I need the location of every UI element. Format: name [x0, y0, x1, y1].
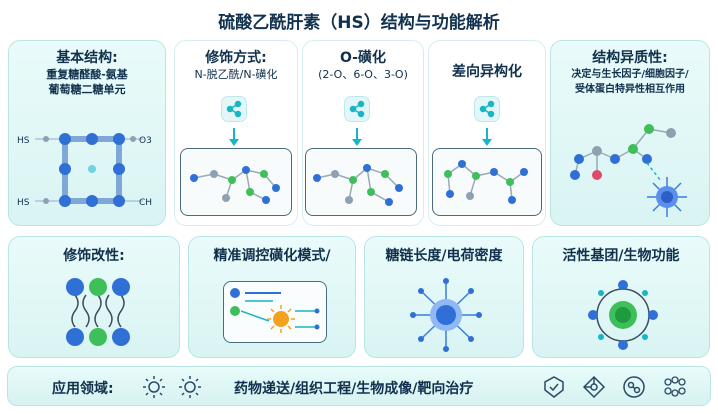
card-modification-upgrade: 修饰改性: — [8, 236, 180, 358]
molecule-panel-1 — [180, 148, 292, 216]
applications-text: 药物递送/组织工程/生物成像/靶向治疗 — [234, 381, 474, 397]
label-ch: CH — [139, 198, 152, 208]
modification-title: 修饰方式: — [205, 50, 267, 66]
sun-icon — [143, 376, 165, 398]
share-node-icon — [349, 100, 365, 118]
down-arrow-icon — [482, 128, 492, 146]
o-sulfation-title: O-磺化 — [340, 50, 386, 66]
molecule-chip-2 — [344, 96, 370, 122]
molecule-panel-3 — [432, 148, 542, 216]
modification-sub: N-脱乙酰/N-磺化 — [194, 68, 278, 81]
charged-particle-diagram — [410, 278, 482, 352]
cell-network-icon — [623, 376, 645, 398]
sulfation-control-title: 精准调控磺化模式/ — [213, 248, 331, 264]
down-arrow-icon — [352, 128, 362, 146]
active-group-diagram — [588, 280, 658, 350]
o-sulfation-sub: (2-O、6-O、3-O) — [318, 68, 408, 81]
basic-structure-title: 基本结构: — [56, 50, 118, 66]
share-node-icon — [226, 100, 242, 118]
epimerization-title: 差向异构化 — [452, 64, 522, 80]
page-title: 硫酸乙酰肝素（HS）结构与功能解析 — [218, 13, 500, 33]
card-active-groups: 活性基团/生物功能 — [532, 236, 710, 358]
sulfation-control-panel — [223, 281, 327, 343]
basic-structure-line1: 重复糖醛酸-氨基 — [46, 68, 128, 81]
card-heterogeneity: 结构异质性: 决定与生长因子/细胞因子/ 受体蛋白特异性相互作用 — [550, 40, 710, 226]
diamond-network-icon — [582, 375, 606, 399]
molecule-structure-3 — [444, 160, 528, 204]
card-sulfation-control: 精准调控磺化模式/ — [188, 236, 356, 358]
lipid-bilayer-diagram — [66, 278, 130, 346]
molecule-chip-1 — [221, 96, 247, 122]
basic-structure-line2: 葡萄糖二糖单元 — [48, 83, 126, 96]
heterogeneity-line1: 决定与生长因子/细胞因子/ — [571, 69, 689, 80]
molecule-structure-1 — [190, 166, 280, 204]
molecule-structure-2 — [313, 164, 403, 206]
down-arrow-icon — [229, 128, 239, 146]
applications-label: 应用领域: — [52, 381, 114, 397]
sulfation-pattern-diagram — [230, 288, 320, 333]
sun-icon — [179, 376, 201, 398]
card-chain-length: 糖链长度/电荷密度 — [364, 236, 524, 358]
label-hs-bottom: HS — [17, 198, 30, 208]
molecule-chip-3 — [474, 96, 500, 122]
heterogeneity-line2: 受体蛋白特异性相互作用 — [575, 84, 685, 95]
label-hs-top: HS — [17, 136, 30, 146]
molecule-panel-2 — [305, 148, 417, 216]
chain-length-title: 糖链长度/电荷密度 — [385, 248, 503, 264]
modification-upgrade-title: 修饰改性: — [63, 248, 125, 264]
disaccharide-ring-diagram: HS HS O3 CH — [17, 133, 152, 208]
dots-cluster-icon — [664, 376, 686, 397]
applications-bar: 应用领域: 药物递送/组织工程/生物成像/靶向治疗 — [7, 366, 711, 406]
receptor-binding-diagram — [570, 124, 687, 217]
active-groups-title: 活性基团/生物功能 — [562, 248, 680, 264]
heterogeneity-title: 结构异质性: — [592, 50, 668, 66]
label-o3: O3 — [139, 136, 152, 146]
card-basic-structure: 基本结构: 重复糖醛酸-氨基 葡萄糖二糖单元 HS HS O3 CH — [8, 40, 166, 226]
shield-icon — [544, 376, 564, 398]
share-node-icon — [479, 100, 495, 118]
